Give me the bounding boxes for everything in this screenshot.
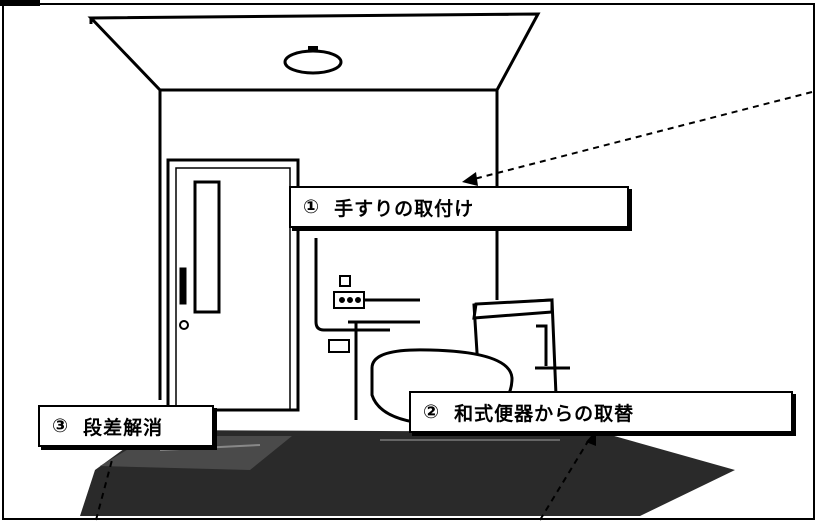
callout-toilet-replacement-number: ② — [423, 401, 441, 423]
callout-step-removal-text: 段差解消 — [83, 416, 164, 439]
callout-handrail-text: 手すりの取付け — [334, 197, 475, 220]
door — [166, 158, 300, 412]
outer-frame — [2, 3, 815, 520]
callout-step-removal: ③ 段差解消 — [38, 405, 214, 447]
arrowheads — [462, 172, 596, 446]
callout-step-removal-number: ③ — [52, 415, 70, 437]
callout-toilet-replacement: ② 和式便器からの取替 — [409, 391, 793, 433]
callout-toilet-replacement-text: 和式便器からの取替 — [454, 402, 635, 425]
leader-lines — [95, 91, 813, 521]
callout-handrail-number: ① — [303, 196, 321, 218]
toilet-controls — [328, 275, 365, 353]
vertical-handrail — [314, 238, 420, 332]
callout-handrail: ① 手すりの取付け — [289, 186, 629, 228]
horizontal-handrail — [348, 320, 420, 420]
ceiling-light — [283, 46, 343, 75]
corner-tag — [0, 0, 40, 6]
